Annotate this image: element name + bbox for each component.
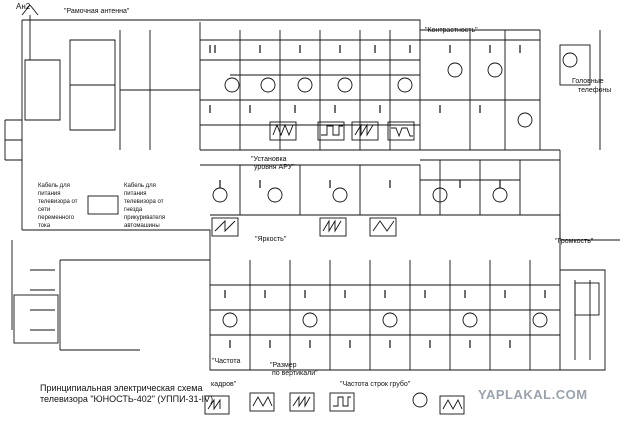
agc-level-label-line1: "Установка xyxy=(251,156,287,163)
brightness-label: "Яркость" xyxy=(255,236,287,243)
agc-level-label-line2: уровня АРУ" xyxy=(254,164,295,171)
antenna-label: "Рамочная антенна" xyxy=(64,8,130,15)
vertical-size-label-line1: "Размер xyxy=(270,362,297,369)
oscillogram-icon-group xyxy=(204,121,465,415)
mains-cable-caption: Кабель для питания телевизора от сети пе… xyxy=(38,183,78,229)
watermark: YAPLAKAL.COM xyxy=(478,387,588,402)
transistor-icon-group xyxy=(212,52,578,408)
frame-frequency-label-line2: кадров" xyxy=(211,381,237,388)
schematic-title: Принципиальная электрическая схема телев… xyxy=(40,383,214,404)
vertical-size-label-line2: по вертикали" xyxy=(272,370,318,377)
antenna-reference-label: Ан2 xyxy=(16,2,31,11)
schematic-wiring xyxy=(4,4,620,371)
volume-label: "Громкость" xyxy=(555,238,594,245)
schematic-components xyxy=(209,45,546,348)
frame-frequency-label-line1: "Частота xyxy=(212,358,241,365)
contrast-label: "Контрастность" xyxy=(425,27,478,34)
headphones-label-line1: Головные xyxy=(572,78,604,85)
line-frequency-label: "Частота строк грубо" xyxy=(340,381,411,388)
car-cable-caption: Кабель для питания телевизора от гнезда … xyxy=(124,183,166,229)
headphones-label-line2: телефоны xyxy=(578,87,612,94)
connector-group xyxy=(13,44,600,344)
